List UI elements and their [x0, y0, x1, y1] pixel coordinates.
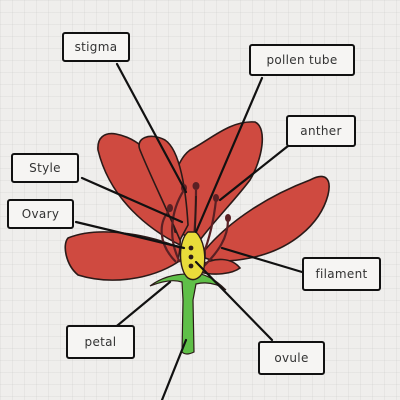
label-style: Style — [11, 153, 79, 183]
leader-pollen-tube — [194, 76, 264, 234]
petal-right — [204, 175, 330, 262]
anther-mark — [225, 214, 231, 222]
filament-line — [160, 209, 177, 263]
leader-ovule — [194, 260, 274, 342]
leader-petal — [110, 280, 172, 332]
filament-line — [203, 219, 230, 267]
ovule-dot — [188, 254, 194, 260]
label-stigma: stigma — [62, 32, 130, 62]
leader-ovary — [74, 220, 186, 250]
leader-stigma — [115, 62, 188, 194]
anther-mark — [213, 194, 219, 202]
leader-anther — [218, 144, 290, 202]
ovary-shape — [179, 195, 206, 281]
leader-filament — [220, 246, 304, 274]
anther-mark — [167, 204, 173, 212]
ovule-dot — [188, 245, 194, 251]
anther-mark — [192, 182, 200, 190]
ovule-dot — [188, 263, 194, 269]
filament-line — [171, 189, 185, 263]
label-filament: filament — [302, 257, 381, 291]
label-ovary: Ovary — [7, 199, 74, 229]
label-petal: petal — [66, 325, 135, 359]
leader-lines — [74, 62, 304, 400]
label-pollen-tube: pollen tube — [249, 44, 355, 76]
leader-stem — [160, 338, 188, 400]
petal-left-lower — [64, 231, 181, 281]
leader-style — [80, 176, 184, 224]
stem — [149, 272, 227, 355]
label-ovule: ovule — [258, 341, 325, 375]
anthers — [167, 182, 231, 222]
label-anther: anther — [286, 115, 356, 147]
